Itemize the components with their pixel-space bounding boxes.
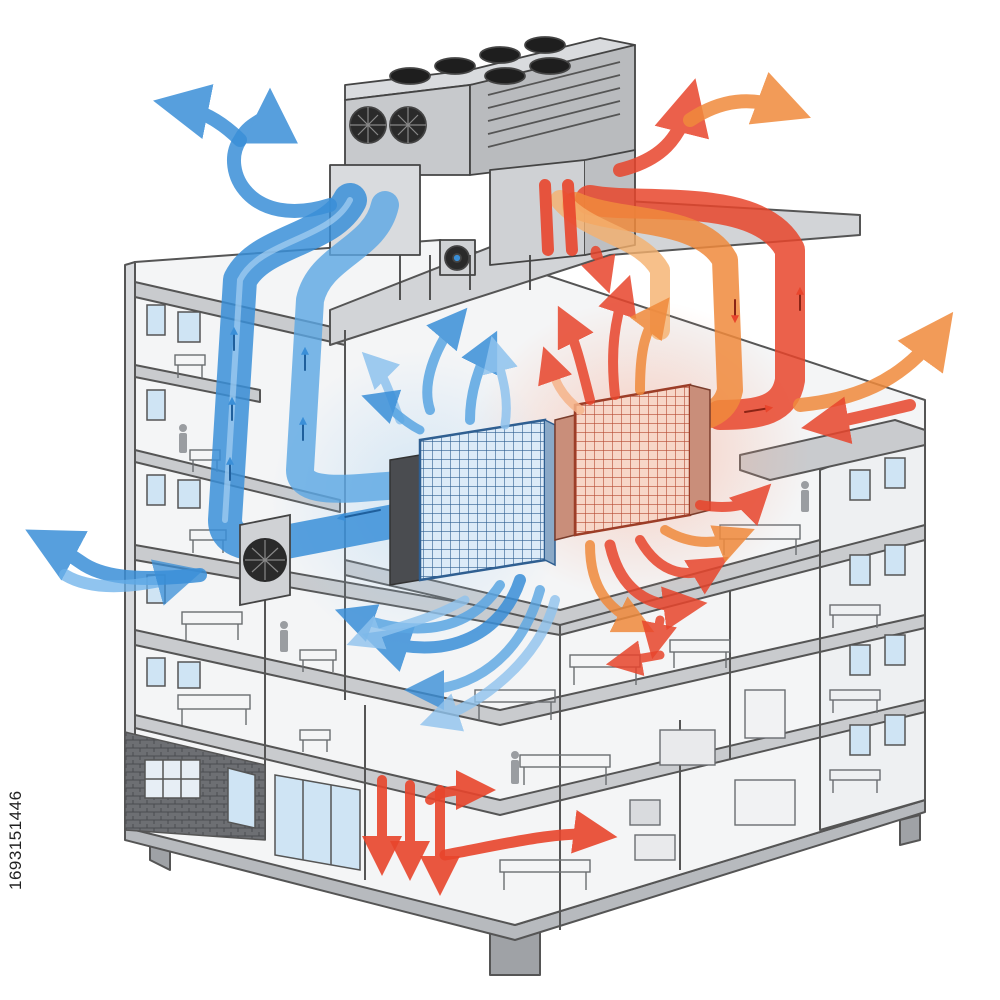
- right-facade-windows: [849, 457, 906, 756]
- table-set: [299, 649, 337, 672]
- person-icon: [280, 621, 288, 652]
- table-set: [829, 769, 881, 793]
- cooling-coil-grille-icon: [389, 418, 556, 586]
- table-set: [829, 604, 881, 628]
- roof-fan-icon: [389, 67, 431, 85]
- interior-furniture: [174, 354, 881, 890]
- table-set: [299, 729, 331, 752]
- table-set: [499, 859, 591, 890]
- front-fan-icon: [349, 106, 387, 144]
- floor-slab-0: [134, 699, 926, 816]
- duct-flow-arrows: [731, 286, 804, 413]
- cool-duct-inner: [286, 191, 414, 503]
- cabinet: [744, 689, 786, 739]
- counter: [634, 834, 676, 861]
- table-set: [519, 754, 611, 785]
- exhaust-fan-icon: [239, 513, 291, 607]
- warm-duct-outer: [575, 185, 805, 430]
- cool-air-flow-arrows: [25, 84, 560, 732]
- warm-intake-arrow-right: [801, 396, 916, 444]
- roof-fan-icon: [484, 67, 526, 85]
- cool-duct-highlight: [222, 197, 353, 523]
- ground-floor-facade: [124, 731, 361, 871]
- roof-fan-icon: [524, 36, 566, 54]
- warm-air-flow-arrows: [362, 71, 954, 896]
- roof-fan-icon: [479, 46, 521, 64]
- cool-intake-arrow-left: [59, 559, 204, 606]
- cool-exhaust-arrow-top-left: [153, 84, 247, 147]
- person-icon: [511, 751, 519, 784]
- cool-exhaust-arrow-top: [227, 87, 337, 218]
- vertical-side-text: 1693151446: [6, 790, 25, 890]
- warm-exhaust-arrow-top-right: [683, 71, 811, 127]
- table-set: [174, 354, 206, 378]
- front-fan-icon: [389, 106, 427, 144]
- person-icon: [179, 424, 187, 453]
- table-set: [829, 689, 881, 713]
- table-set: [181, 611, 243, 640]
- table-set: [177, 694, 251, 725]
- heating-coil-grille-icon: [554, 383, 711, 541]
- roof-fan-icon: [434, 57, 476, 75]
- roof-fan-icon: [529, 57, 571, 75]
- wall-tv: [629, 799, 661, 826]
- floor-slab-1: [134, 614, 926, 726]
- duct-flow-arrows: [226, 326, 381, 521]
- machine: [659, 729, 716, 766]
- display-board: [734, 779, 796, 826]
- storefront-glass: [274, 774, 361, 871]
- warm-exhaust-arrow-top: [613, 78, 710, 177]
- ground-door: [227, 767, 256, 829]
